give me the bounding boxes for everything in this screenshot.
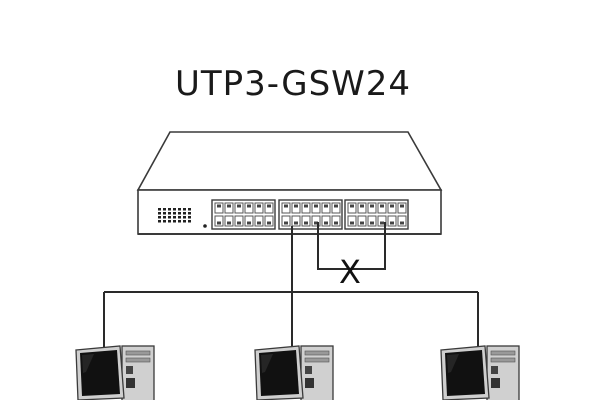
desktop-computer-icon [254,345,334,400]
ethernet-port-icon [244,202,254,214]
ethernet-port-icon [357,215,367,227]
ethernet-port-icon [367,215,377,227]
ethernet-port-icon [234,215,244,227]
crossover-cable [317,222,386,270]
ethernet-port-icon [397,215,407,227]
ethernet-port-icon [347,215,357,227]
ethernet-port-icon [254,215,264,227]
ethernet-port-icon [281,215,291,227]
ethernet-port-icon [321,202,331,214]
ethernet-port-icon [347,202,357,214]
ethernet-port-icon [291,215,301,227]
ethernet-port-icon [377,215,387,227]
ethernet-port-icon [367,202,377,214]
ethernet-port-icon [387,215,397,227]
status-led-icon [203,224,207,228]
ethernet-port-icon [214,202,224,214]
ethernet-port-icon [244,215,254,227]
port-group [211,199,276,230]
ethernet-port-icon [224,202,234,214]
ethernet-port-icon [377,202,387,214]
switch-port-groups [211,199,409,230]
diagram-title: UTP3-GSW24 [174,64,412,104]
ethernet-port-icon [311,202,321,214]
ethernet-port-icon [281,202,291,214]
port-group [344,199,409,230]
ethernet-port-icon [254,202,264,214]
ethernet-port-icon [331,215,341,227]
crossover-label: X [339,253,361,291]
switch-vent-dots [158,208,191,223]
ethernet-port-icon [301,202,311,214]
ethernet-port-icon [301,215,311,227]
desktop-computer-icon [75,345,155,400]
port-group [278,199,343,230]
ethernet-port-icon [331,202,341,214]
desktop-computer-icon [440,345,520,400]
ethernet-port-icon [321,215,331,227]
ethernet-port-icon [234,202,244,214]
ethernet-port-icon [264,202,274,214]
network-switch-icon [136,131,443,235]
ethernet-port-icon [387,202,397,214]
ethernet-port-icon [291,202,301,214]
ethernet-port-icon [357,202,367,214]
ethernet-port-icon [397,202,407,214]
ethernet-port-icon [264,215,274,227]
ethernet-port-icon [224,215,234,227]
network-cables [103,226,479,350]
ethernet-port-icon [214,215,224,227]
ethernet-port-icon [311,215,321,227]
